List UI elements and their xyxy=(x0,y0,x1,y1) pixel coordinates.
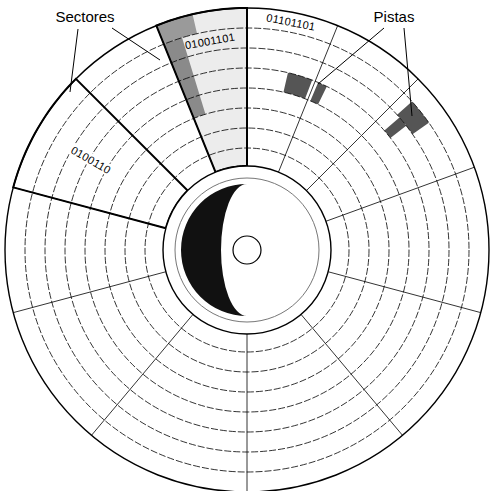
hub-inner-ring xyxy=(175,178,319,322)
bit-string: 0100110 xyxy=(68,143,114,177)
leader-line xyxy=(70,29,78,92)
leader-line xyxy=(318,28,384,84)
sector-outline xyxy=(156,8,247,172)
bit-string: 01001101 xyxy=(183,31,237,52)
track-circle xyxy=(5,8,489,491)
part-name: Sectores xyxy=(55,9,114,26)
sector-line xyxy=(326,167,474,221)
bit-string: 01101101 xyxy=(265,11,318,33)
sector-line xyxy=(13,272,166,313)
center-hole xyxy=(233,236,261,264)
hub-ring xyxy=(163,166,331,334)
sector-line xyxy=(278,26,337,172)
track-segment xyxy=(397,101,429,134)
sector-line xyxy=(91,314,193,435)
sector-line xyxy=(301,314,403,435)
sector-outline xyxy=(13,79,187,228)
track-segment xyxy=(310,82,326,104)
leader-line xyxy=(404,28,412,116)
leader-line xyxy=(112,28,160,60)
sector-line xyxy=(306,79,418,191)
sector-line xyxy=(328,272,481,313)
part-name: Pistas xyxy=(374,9,415,26)
sector-line xyxy=(247,334,248,491)
track-segment xyxy=(283,73,312,99)
